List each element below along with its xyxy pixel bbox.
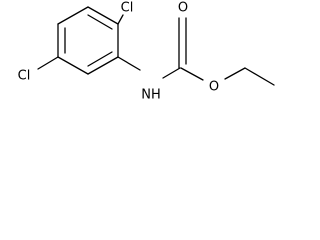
bond-ch2-ch3: [244, 67, 275, 86]
bond-nh-carbonyl: [162, 67, 181, 79]
bond-ring-cl-left: [37, 56, 59, 70]
ring-bond-5-inner: [87, 51, 113, 67]
atom-nh: NH: [141, 88, 161, 103]
bond-ring-nh: [117, 56, 141, 71]
ring-bond-4: [57, 56, 89, 75]
bond-ring-cl-top: [117, 14, 124, 25]
ring-bond-1: [87, 6, 119, 25]
ring-bond-1-inner: [87, 14, 113, 30]
bond-carbonyl-ester-o: [180, 67, 204, 81]
atom-cl-top: Cl: [121, 1, 134, 16]
ring-bond-5: [87, 56, 119, 75]
atom-o-ester: O: [209, 80, 219, 95]
atom-cl-left: Cl: [18, 69, 31, 84]
atom-o-carbonyl: O: [178, 1, 188, 16]
bond-ester-o-ch2: [224, 67, 246, 80]
structure-diagram: Cl Cl NH O O: [18, 1, 275, 103]
benzene-ring: [57, 6, 119, 75]
ring-bond-2: [57, 6, 89, 25]
